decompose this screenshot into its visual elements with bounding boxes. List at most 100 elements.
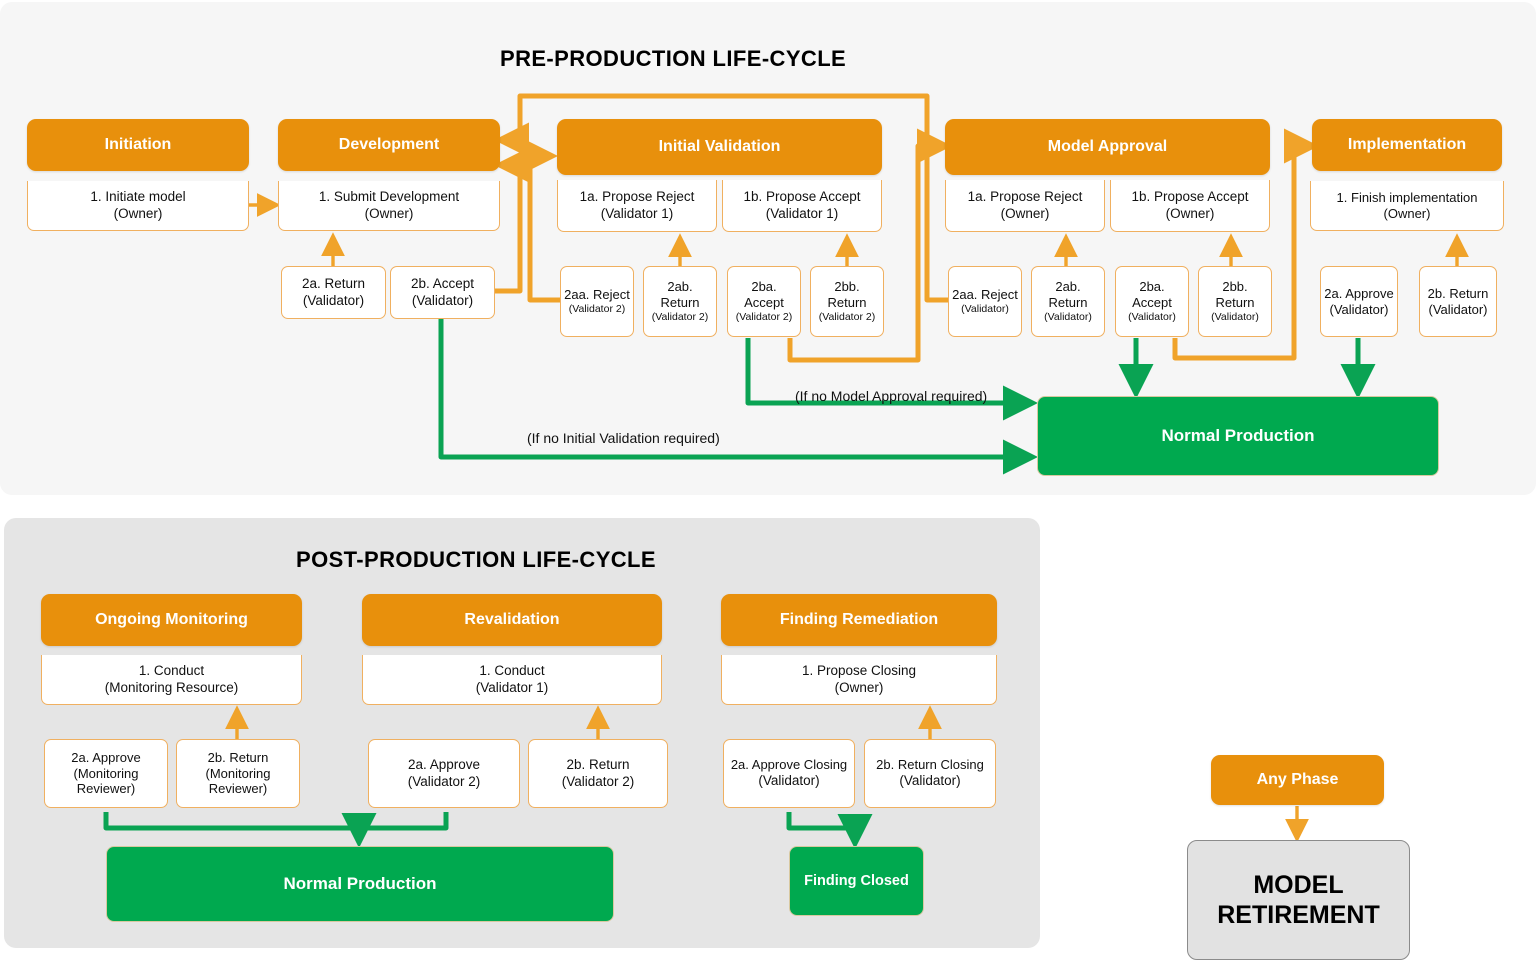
terminal-normal-production-pre[interactable]: Normal Production [1037, 396, 1439, 476]
step-label: 2a. Approve Closing [730, 757, 848, 773]
step-actor: (Owner) [1000, 205, 1050, 221]
step-actor: (Validator) [302, 292, 365, 308]
step-actor: (Validator) [961, 303, 1009, 316]
step-actor: (Monitoring Resource) [104, 679, 239, 695]
step-label: 2a. Approve [71, 749, 141, 765]
step-label: 1. Initiate model [90, 189, 186, 205]
step-development-accept[interactable]: 2b. Accept (Validator) [390, 266, 495, 319]
edge-label-no-initial-validation: (If no Initial Validation required) [527, 430, 720, 446]
step-label: 2a. Approve [1324, 285, 1394, 301]
phase-header-development[interactable]: Development [278, 119, 500, 171]
step-rv-conduct[interactable]: 1. Conduct (Validator 1) [362, 655, 662, 705]
step-label: 2ba. Accept [1132, 279, 1172, 311]
step-actor: (Validator) [1211, 310, 1259, 323]
step-impl-approve[interactable]: 2a. Approve (Validator) [1320, 266, 1398, 337]
step-actor: (Monitoring Reviewer) [205, 765, 271, 797]
phase-header-initiation[interactable]: Initiation [27, 119, 249, 171]
step-label: 2aa. Reject [952, 287, 1018, 303]
step-label: 1. Conduct [138, 663, 205, 679]
step-label: 2b. Return Closing [876, 757, 984, 773]
terminal-label: Normal Production [283, 874, 437, 893]
step-actor: (Validator) [758, 773, 820, 789]
phase-title: Ongoing Monitoring [95, 611, 248, 628]
step-iv-return-b[interactable]: 2bb. Return (Validator 2) [810, 266, 884, 337]
post-production-title: POST-PRODUCTION LIFE-CYCLE [296, 547, 656, 572]
step-iv-propose-accept[interactable]: 1b. Propose Accept (Validator 1) [722, 180, 882, 232]
step-label: 2a. Return [301, 276, 366, 292]
phase-header-finding-remediation[interactable]: Finding Remediation [721, 594, 997, 646]
terminal-normal-production-post[interactable]: Normal Production [106, 846, 614, 922]
phase-title: Finding Remediation [779, 611, 939, 628]
step-label: 1. Submit Development [318, 189, 460, 205]
step-label: 2ab. Return [1048, 279, 1088, 311]
step-rv-approve[interactable]: 2a. Approve (Validator 2) [368, 739, 520, 808]
step-iv-accept[interactable]: 2ba. Accept (Validator 2) [727, 266, 801, 337]
terminal-label: Finding Closed [804, 873, 909, 889]
state-model-retirement[interactable]: MODEL RETIREMENT [1187, 840, 1410, 960]
terminal-label: Normal Production [1161, 426, 1315, 445]
step-actor: (Validator 2) [818, 310, 876, 323]
step-label: 2aa. Reject [564, 287, 630, 303]
phase-title: Any Phase [1256, 771, 1339, 788]
retirement-label: MODEL RETIREMENT [1217, 871, 1380, 929]
phase-header-implementation[interactable]: Implementation [1312, 119, 1502, 171]
step-actor: (Validator 2) [561, 773, 635, 789]
step-actor: (Validator) [1128, 310, 1176, 323]
step-impl-return[interactable]: 2b. Return (Validator) [1419, 266, 1497, 337]
step-development-return[interactable]: 2a. Return (Validator) [281, 266, 386, 319]
step-actor: (Validator 2) [568, 303, 626, 316]
step-iv-return-a[interactable]: 2ab. Return (Validator 2) [643, 266, 717, 337]
phase-title: Implementation [1347, 136, 1467, 153]
step-fr-propose-closing[interactable]: 1. Propose Closing (Owner) [721, 655, 997, 705]
step-ma-propose-accept[interactable]: 1b. Propose Accept (Owner) [1110, 180, 1270, 232]
step-om-return[interactable]: 2b. Return (Monitoring Reviewer) [176, 739, 300, 808]
phase-header-any-phase[interactable]: Any Phase [1211, 755, 1384, 805]
step-ma-return-a[interactable]: 2ab. Return (Validator) [1031, 266, 1105, 337]
step-label: 1. Conduct [479, 663, 545, 679]
step-submit-development[interactable]: 1. Submit Development (Owner) [278, 181, 500, 231]
step-ma-accept[interactable]: 2ba. Accept (Validator) [1115, 266, 1189, 337]
phase-title: Initial Validation [658, 138, 781, 155]
phase-header-model-approval[interactable]: Model Approval [945, 119, 1270, 175]
step-fr-return-closing[interactable]: 2b. Return Closing (Validator) [864, 739, 996, 808]
step-fr-approve-closing[interactable]: 2a. Approve Closing (Validator) [723, 739, 855, 808]
step-om-approve[interactable]: 2a. Approve (Monitoring Reviewer) [44, 739, 168, 808]
step-om-conduct[interactable]: 1. Conduct (Monitoring Resource) [41, 655, 302, 705]
terminal-finding-closed[interactable]: Finding Closed [789, 846, 924, 916]
step-actor: (Validator 2) [735, 310, 793, 323]
step-actor: (Validator 2) [651, 310, 709, 323]
step-ma-return-b[interactable]: 2bb. Return (Validator) [1198, 266, 1272, 337]
step-ma-reject[interactable]: 2aa. Reject (Validator) [948, 266, 1022, 337]
phase-title: Development [338, 136, 440, 153]
step-iv-reject[interactable]: 2aa. Reject (Validator 2) [560, 266, 634, 337]
pre-production-title: PRE-PRODUCTION LIFE-CYCLE [500, 46, 847, 71]
step-actor: (Owner) [1165, 205, 1215, 221]
step-initiate-model[interactable]: 1. Initiate model (Owner) [27, 181, 249, 231]
step-actor: (Validator 1) [765, 205, 839, 221]
phase-header-initial-validation[interactable]: Initial Validation [557, 119, 882, 175]
phase-title: Initiation [104, 136, 172, 153]
step-label: 1b. Propose Accept [743, 189, 861, 205]
phase-header-revalidation[interactable]: Revalidation [362, 594, 662, 646]
step-label: 1. Propose Closing [801, 663, 917, 679]
step-actor: (Validator 2) [407, 773, 481, 789]
step-finish-implementation[interactable]: 1. Finish implementation (Owner) [1310, 181, 1504, 231]
step-label: 2ba. Accept [744, 279, 784, 311]
step-label: 2b. Accept [410, 276, 475, 292]
step-label: 1b. Propose Accept [1131, 189, 1249, 205]
step-actor: (Validator) [1044, 310, 1092, 323]
step-label: 2b. Return [207, 749, 269, 765]
phase-title: Model Approval [1047, 138, 1168, 155]
phase-header-ongoing-monitoring[interactable]: Ongoing Monitoring [41, 594, 302, 646]
step-actor: (Owner) [364, 205, 414, 221]
edge-label-no-model-approval: (If no Model Approval required) [795, 388, 988, 404]
step-label: 2ab. Return [660, 279, 700, 311]
step-actor: (Validator) [899, 773, 961, 789]
step-ma-propose-reject[interactable]: 1a. Propose Reject (Owner) [945, 180, 1105, 232]
step-actor: (Owner) [113, 205, 163, 221]
step-actor: (Owner) [834, 679, 884, 695]
step-iv-propose-reject[interactable]: 1a. Propose Reject (Validator 1) [557, 180, 717, 232]
step-label: 2b. Return [566, 757, 630, 773]
step-rv-return[interactable]: 2b. Return (Validator 2) [528, 739, 668, 808]
step-label: 1a. Propose Reject [967, 189, 1083, 205]
